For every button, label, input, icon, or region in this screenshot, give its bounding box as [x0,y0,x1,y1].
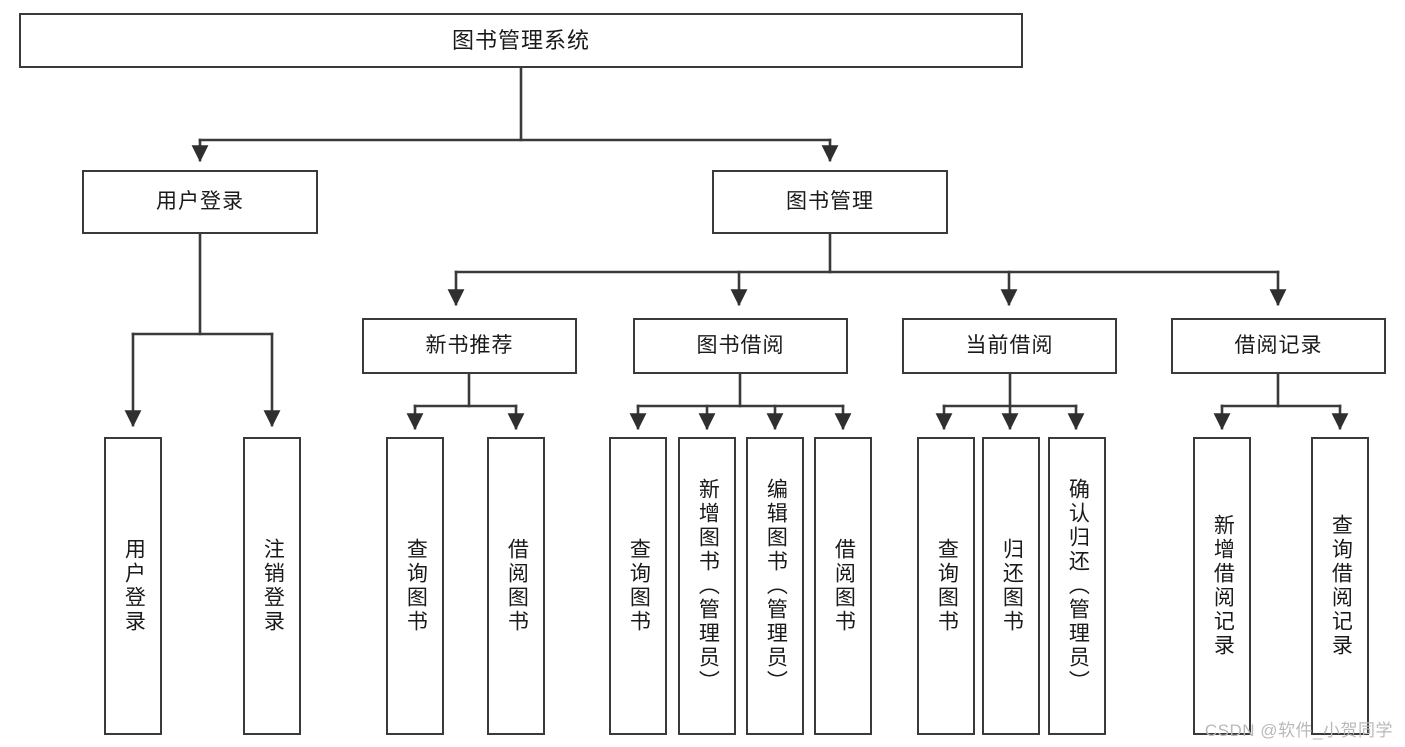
node-label: 图书管理系统 [451,27,590,53]
node-leaf-borrow-book-recommend[interactable]: 借阅图书 [487,437,545,735]
node-user-login[interactable]: 用户登录 [82,170,318,234]
node-leaf-borrow-book[interactable]: 借阅图书 [814,437,872,735]
node-label: 查询图书 [935,538,959,634]
node-leaf-query-borrow-record[interactable]: 查询借阅记录 [1311,437,1369,735]
node-leaf-query-book-recommend[interactable]: 查询图书 [386,437,444,735]
node-label: 图书借阅 [696,333,785,357]
node-leaf-add-book-admin[interactable]: 新增图书（管理员） [678,437,736,735]
node-leaf-query-book-current[interactable]: 查询图书 [917,437,975,735]
node-label: 当前借阅 [965,333,1054,357]
node-current-borrow[interactable]: 当前借阅 [902,318,1117,374]
node-label: 新增图书（管理员） [696,478,720,694]
node-label: 用户登录 [156,189,244,213]
node-new-book-recommend[interactable]: 新书推荐 [362,318,577,374]
node-leaf-logout[interactable]: 注销登录 [243,437,301,735]
node-label: 新增借阅记录 [1211,514,1235,658]
node-leaf-user-login[interactable]: 用户登录 [104,437,162,735]
node-label: 归还图书 [1000,538,1024,634]
node-label: 用户登录 [122,538,146,634]
node-label: 注销登录 [261,538,285,634]
watermark-text: CSDN @软件_小贺同学 [1204,721,1393,740]
node-book-management[interactable]: 图书管理 [712,170,948,234]
node-borrow-record[interactable]: 借阅记录 [1171,318,1386,374]
node-label: 查询借阅记录 [1329,514,1353,658]
node-label: 编辑图书（管理员） [764,478,788,694]
node-leaf-confirm-return-admin[interactable]: 确认归还（管理员） [1048,437,1106,735]
node-leaf-query-book[interactable]: 查询图书 [609,437,667,735]
node-label: 借阅图书 [832,538,856,634]
node-root-system[interactable]: 图书管理系统 [19,13,1023,68]
node-label: 借阅图书 [505,538,529,634]
node-label: 确认归还（管理员） [1066,478,1090,694]
node-book-borrow[interactable]: 图书借阅 [633,318,848,374]
node-label: 图书管理 [786,189,874,213]
node-leaf-add-borrow-record[interactable]: 新增借阅记录 [1193,437,1251,735]
node-label: 新书推荐 [425,333,514,357]
node-leaf-edit-book-admin[interactable]: 编辑图书（管理员） [746,437,804,735]
node-label: 查询图书 [627,538,651,634]
node-leaf-return-book[interactable]: 归还图书 [982,437,1040,735]
node-label: 借阅记录 [1234,333,1323,357]
node-label: 查询图书 [404,538,428,634]
